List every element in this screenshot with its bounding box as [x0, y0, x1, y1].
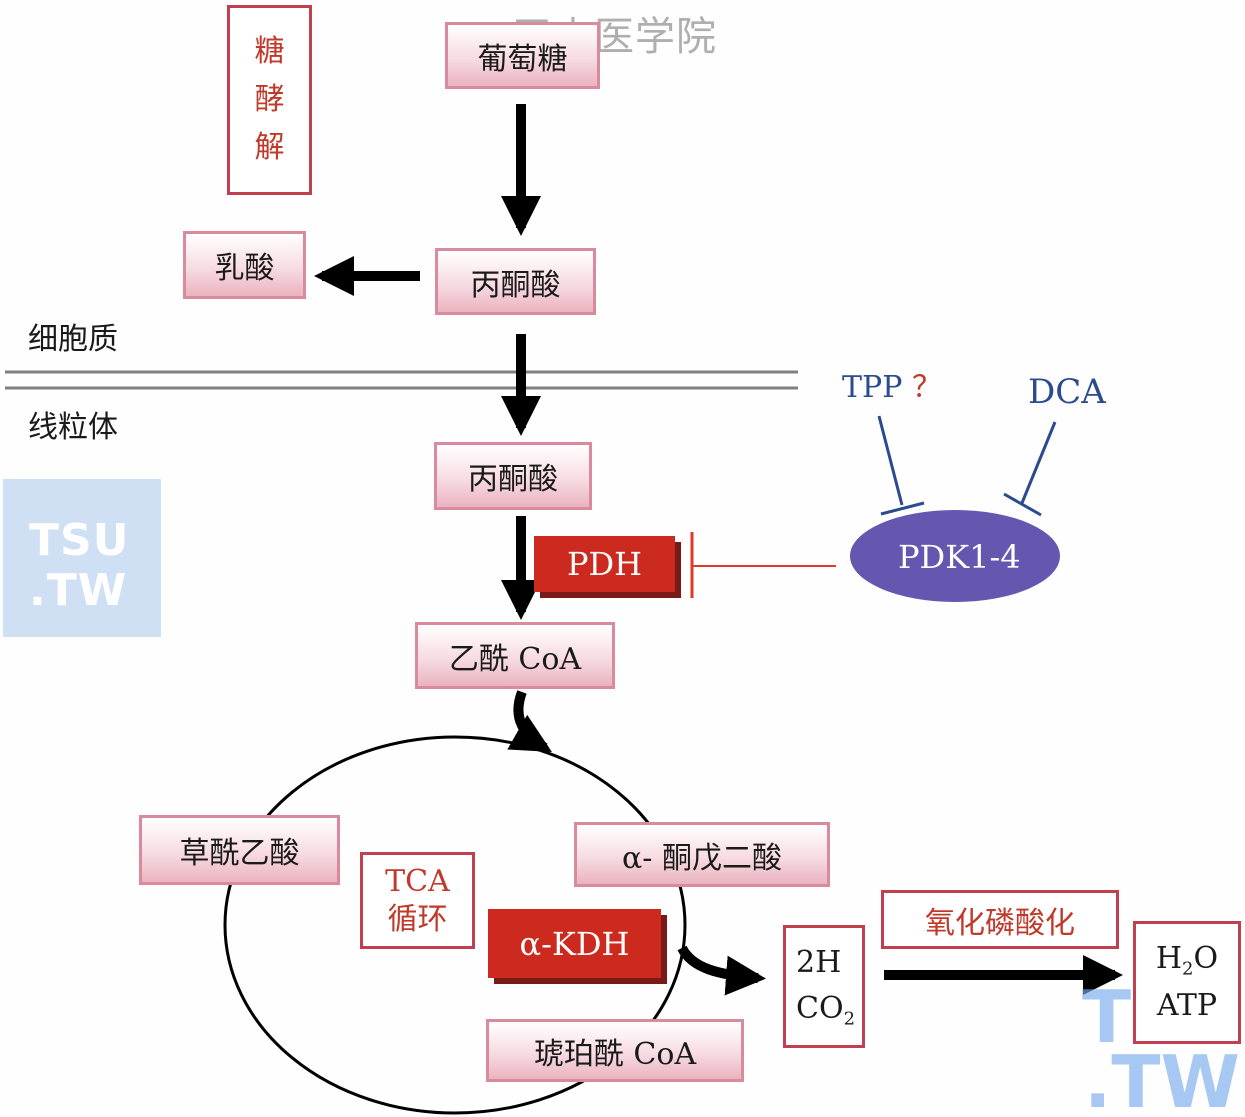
node-pyruvate-mitochondria: 丙酮酸: [434, 442, 592, 510]
products-2h-co2: 2H CO2: [783, 925, 865, 1048]
product-co2: CO2: [796, 986, 855, 1033]
node-pyruvate-cytoplasm: 丙酮酸: [435, 248, 596, 315]
glycolysis-char-2: 酵: [254, 82, 285, 117]
product-2h: 2H: [796, 944, 842, 980]
product-h2o-o: O: [1193, 940, 1219, 976]
regulator-dca: DCA: [1028, 372, 1106, 412]
pdk-enzyme-shape: [850, 510, 1060, 602]
node-succinyl-coa: 琥珀酰 CoA: [486, 1019, 744, 1082]
mitochondria-label: 线粒体: [28, 410, 118, 445]
tca-cycle-label: TCA 循环: [360, 852, 475, 949]
watermark-logo-top: TSU: [29, 515, 130, 566]
inhibit-line-dca: [1020, 421, 1057, 504]
glycolysis-label: 糖 酵 解: [227, 5, 312, 195]
arrow-akdh-to-products: [677, 945, 766, 996]
watermark-logo-bottom: .TW: [29, 565, 128, 616]
enzyme-pdh: PDH: [534, 536, 675, 592]
product-h2o: H2O: [1156, 936, 1218, 983]
node-alpha-ketoglutarate: α- 酮戊二酸: [574, 822, 830, 887]
watermark-logo-right-bottom: .TW: [1084, 1040, 1240, 1117]
node-oxaloacetate: 草酰乙酸: [139, 815, 340, 885]
product-co2-sub: 2: [843, 1008, 856, 1030]
regulator-tpp-label: TPP: [842, 370, 903, 405]
product-h2o-h: H: [1155, 940, 1183, 976]
inhibit-line-tpp: [877, 415, 904, 506]
regulator-tpp-question-mark: ？: [911, 370, 942, 405]
glycolysis-char-3: 解: [254, 130, 285, 165]
tca-cycle-circle: [223, 735, 687, 1115]
arrow-acetylcoa-into-cycle: [507, 690, 552, 753]
node-lactate: 乳酸: [183, 231, 306, 299]
cytoplasm-label: 细胞质: [28, 322, 118, 357]
enzyme-alpha-kdh: α-KDH: [488, 909, 661, 978]
tca-label-line2: 循环: [387, 901, 448, 937]
oxidative-phosphorylation-label: 氧化磷酸化: [881, 890, 1119, 949]
tca-label-line1: TCA: [385, 864, 450, 899]
node-acetyl-coa: 乙酰 CoA: [415, 622, 615, 689]
inhibit-bar-tpp: [880, 501, 925, 516]
product-h2o-sub: 2: [1182, 957, 1194, 979]
product-atp: ATP: [1156, 987, 1218, 1023]
enzyme-pdk-label: PDK1-4: [898, 538, 1021, 576]
glycolysis-char-1: 糖: [254, 34, 285, 69]
watermark-logo-left: TSU .TW: [3, 479, 161, 637]
product-co2-main: CO: [796, 991, 844, 1027]
node-glucose: 葡萄糖: [445, 22, 600, 89]
inhibit-bar-dca: [1003, 492, 1042, 517]
regulator-tpp: TPP ？: [842, 362, 942, 406]
products-h2o-atp: H2O ATP: [1133, 921, 1241, 1044]
